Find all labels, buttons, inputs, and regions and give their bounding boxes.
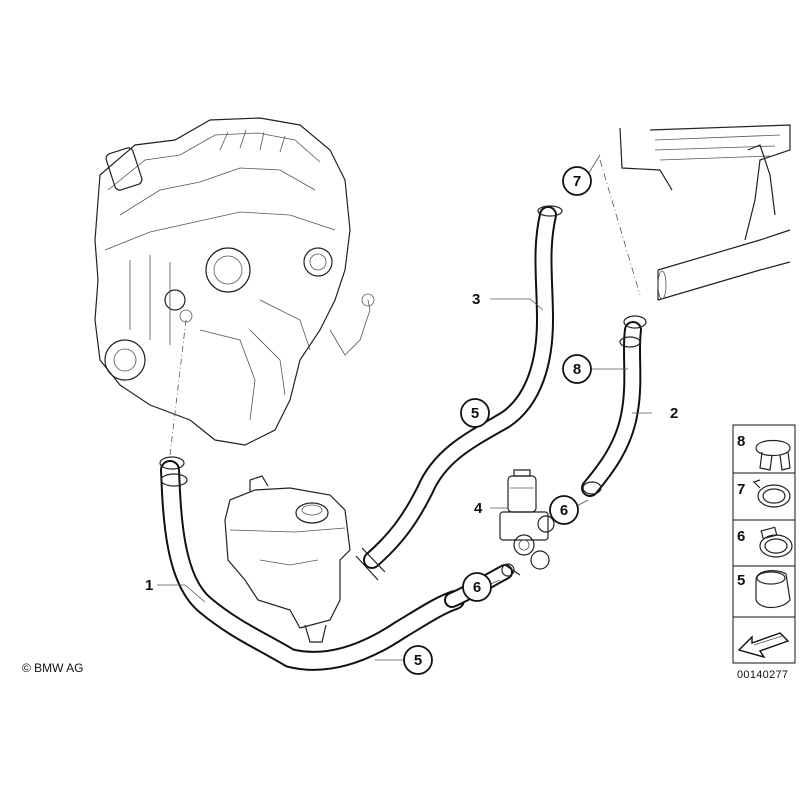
- clamp-sleeve-icon: [755, 570, 791, 609]
- svg-text:6: 6: [560, 502, 568, 519]
- direction-arrow-icon: [737, 632, 790, 659]
- callout-label-1: 1: [145, 577, 153, 594]
- clamp-band-icon: [752, 479, 791, 508]
- svg-text:8: 8: [573, 361, 581, 378]
- callout-label-2: 2: [670, 405, 678, 422]
- svg-text:7: 7: [573, 173, 581, 190]
- callout-label-4: 4: [474, 500, 483, 517]
- callout-7-leader: [599, 159, 641, 296]
- svg-text:5: 5: [414, 652, 422, 669]
- expansion-tank: [224, 475, 351, 643]
- hose-2: [581, 315, 647, 497]
- legend-label-7: 7: [737, 481, 745, 498]
- legend-label-6: 6: [737, 528, 745, 545]
- svg-text:5: 5: [471, 405, 479, 422]
- clamp-screw-icon: [759, 526, 793, 558]
- svg-text:6: 6: [473, 579, 481, 596]
- clamp-spring-icon: [755, 439, 791, 471]
- callout-8: 8: [562, 354, 592, 384]
- copyright-notice: © BMW AG: [22, 661, 84, 675]
- diagram-number: 00140277: [737, 669, 789, 681]
- legend-label-5: 5: [737, 572, 745, 589]
- water-valve: [499, 469, 555, 577]
- heater-core: [619, 124, 791, 301]
- hose-3: [355, 205, 563, 581]
- hose-1: [159, 456, 465, 671]
- callout-label-3: 3: [472, 291, 480, 308]
- callout-5-lower: 5: [403, 645, 433, 675]
- callout-leaders: [157, 298, 652, 661]
- engine-block: [94, 117, 375, 446]
- callout-5-upper: 5: [460, 398, 490, 428]
- engine-connection-leader: [169, 319, 187, 456]
- callout-7: 7: [562, 166, 592, 196]
- parts-legend: 8 7 6 5: [732, 424, 796, 664]
- legend-label-8: 8: [737, 433, 745, 450]
- callout-6-lower: 6: [462, 572, 492, 602]
- callout-6-right: 6: [549, 495, 579, 525]
